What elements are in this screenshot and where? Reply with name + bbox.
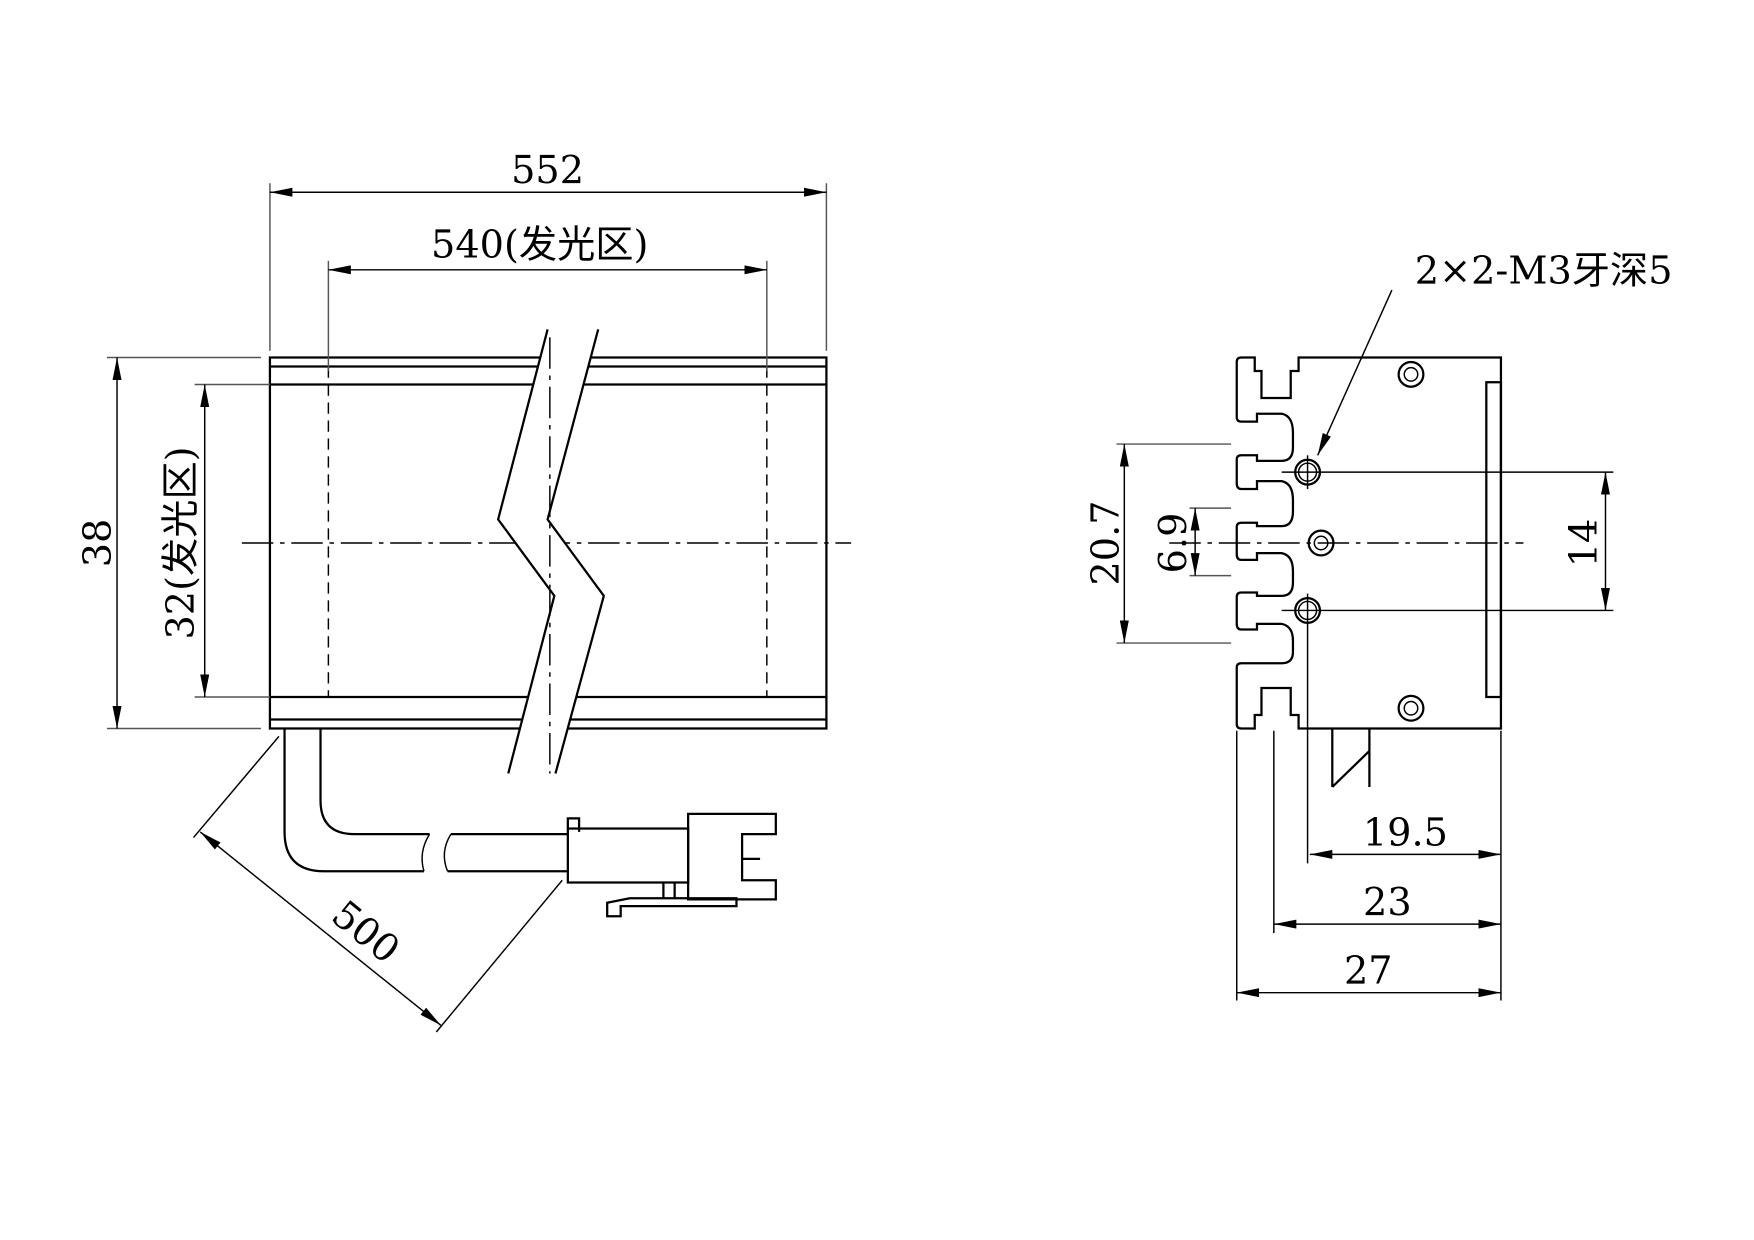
dim-hole-pitch: 14 [1562,519,1606,568]
diffuser-plate [1485,381,1503,699]
dim-center-offset: 6.9 [1152,513,1196,574]
dim-overall-length: 552 [511,149,584,193]
dim-depth-19-5: 19.5 [1363,811,1448,855]
dim-emitting-height: 32(发光区) [159,446,203,639]
mounting-holes [1294,360,1425,722]
cable-stub [1331,728,1371,788]
side-view: 2×2-M3牙深5 20.7 6.9 14 19.5 23 27 [1085,249,1673,1001]
connector [566,812,777,918]
dim-depth-23: 23 [1363,881,1412,925]
dim-cable-length: 500 [323,893,407,973]
thread-note: 2×2-M3牙深5 [1415,249,1673,293]
break-line-right [546,329,606,774]
dim-depth-27: 27 [1344,950,1393,994]
dim-overall-height: 38 [76,519,120,568]
extrusion-profile [1235,356,1503,730]
dim-hole-span: 20.7 [1085,500,1129,585]
dim-emitting-length: 540(发光区) [431,223,648,267]
front-view: 552 540(发光区) 38 32(发光区) 500 [76,149,852,1033]
break-line-left [496,329,556,774]
